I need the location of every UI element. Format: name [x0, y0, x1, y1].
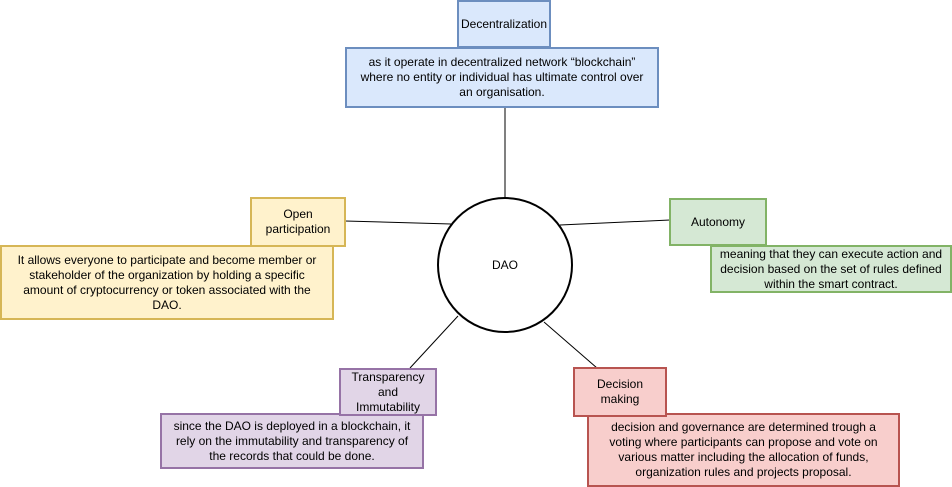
decision-making-title: Decision making: [596, 377, 644, 406]
decision-making-title-box[interactable]: Decision making: [573, 367, 667, 417]
open-participation-description: It allows everyone to participate and be…: [17, 252, 317, 312]
edge-autonomy: [559, 219, 671, 226]
transparency-title-box[interactable]: Transparency and Immutability: [339, 368, 437, 416]
autonomy-description: meaning that they can execute action and…: [719, 246, 943, 291]
decision-making-description-box[interactable]: decision and governance are determined t…: [587, 413, 900, 487]
decentralization-description-box[interactable]: as it operate in decentralized network “…: [345, 47, 659, 108]
edge-decision-making: [543, 321, 598, 369]
autonomy-title-box[interactable]: Autonomy: [669, 198, 767, 246]
decentralization-description: as it operate in decentralized network “…: [360, 55, 644, 99]
transparency-description: since the DAO is deployed in a blockchai…: [173, 418, 411, 463]
dao-center-node[interactable]: DAO: [437, 197, 573, 333]
decentralization-title-box[interactable]: Decentralization: [457, 0, 551, 48]
dao-center-label: DAO: [491, 258, 518, 272]
transparency-description-box[interactable]: since the DAO is deployed in a blockchai…: [160, 413, 424, 469]
edge-transparency: [409, 315, 459, 369]
transparency-title: Transparency and Immutability: [351, 369, 425, 414]
decision-making-description: decision and governance are determined t…: [609, 420, 878, 479]
edge-open-participation: [344, 220, 452, 225]
autonomy-title: Autonomy: [690, 214, 746, 229]
autonomy-description-box[interactable]: meaning that they can execute action and…: [710, 245, 952, 293]
open-participation-title: Open participation: [265, 207, 331, 236]
open-participation-description-box[interactable]: It allows everyone to participate and be…: [0, 245, 334, 320]
decentralization-title: Decentralization: [460, 16, 548, 31]
open-participation-title-box[interactable]: Open participation: [250, 197, 346, 247]
